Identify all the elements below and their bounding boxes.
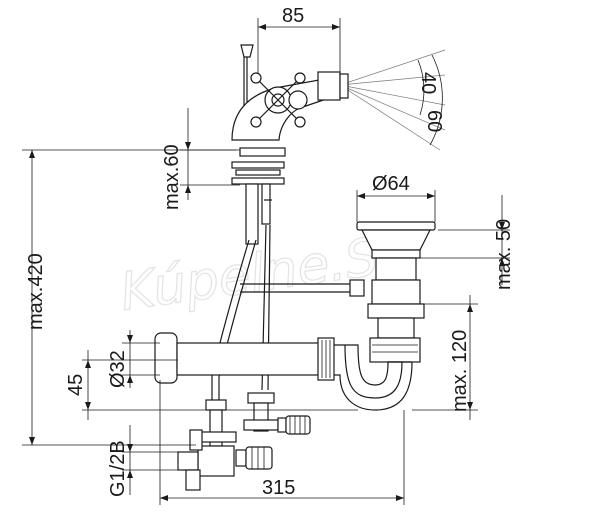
dim-d64-label: Ø64 <box>372 173 410 195</box>
dim-max120-label: max. 120 <box>449 330 471 412</box>
dimension-d64: Ø64 <box>356 173 436 222</box>
dimension-315: 315 <box>159 380 405 505</box>
dim-max60-label: max.60 <box>161 144 183 210</box>
dim-40-label: 40 <box>417 72 439 94</box>
dim-45-label: 45 <box>65 374 87 396</box>
dim-max50-label: max. 50 <box>493 219 515 290</box>
dim-max420-label: max.420 <box>25 253 47 330</box>
angle-valves <box>177 392 311 491</box>
dimension-max50: max. 50 <box>420 195 515 290</box>
dimension-thread: G1/2B <box>107 425 178 497</box>
dim-60-label: 60 <box>423 110 445 132</box>
dim-thread-label: G1/2B <box>107 440 129 497</box>
dimension-max120: max. 120 <box>412 295 478 420</box>
dimension-max60: max.60 <box>161 108 240 210</box>
siphon-trap <box>154 332 413 411</box>
popup-rod <box>240 279 365 297</box>
popup-waste <box>356 221 436 363</box>
dimension-85: 85 <box>257 5 341 75</box>
dimension-angles: 40 60 <box>339 49 446 151</box>
dim-d32-label: Ø32 <box>107 350 129 388</box>
faucet <box>231 44 349 245</box>
dim-315-label: 315 <box>262 477 295 499</box>
dimension-max420: max.420 <box>22 149 236 446</box>
dimension-45: 45 <box>65 350 358 420</box>
dimension-d32: Ø32 <box>107 330 160 388</box>
dim-85-label: 85 <box>282 5 304 27</box>
